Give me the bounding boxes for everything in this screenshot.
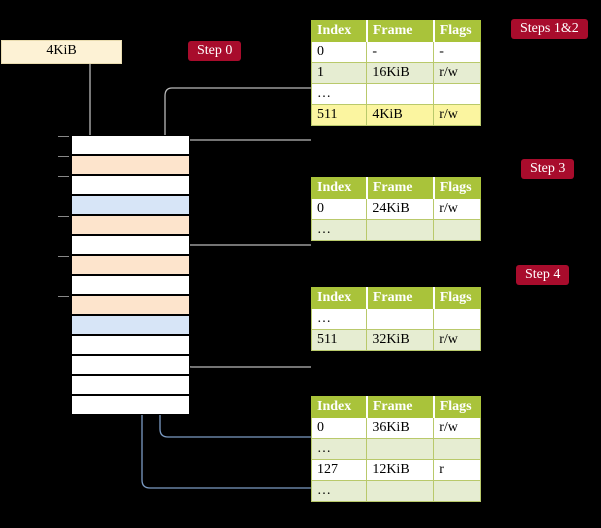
cell-frame: 32KiB	[366, 329, 435, 351]
wire-step3	[179, 244, 311, 292]
badge-steps-1-2: Steps 1&2	[511, 19, 588, 39]
cell-index: …	[310, 219, 368, 241]
column-header-flags: Flags	[432, 396, 481, 418]
table-header-row: Index Frame Flags	[310, 396, 481, 418]
cell-frame	[366, 438, 435, 460]
cell-index: …	[310, 308, 368, 330]
memory-block	[58, 215, 190, 235]
page-table-level0: Index Frame Flags 0 - - 1 16KiB r/w … 51…	[310, 20, 481, 126]
table-row: 1 16KiB r/w	[310, 62, 481, 84]
column-header-frame: Frame	[365, 396, 435, 418]
table-header-row: Index Frame Flags	[310, 177, 481, 199]
memory-block	[71, 315, 190, 335]
cell-frame: -	[366, 41, 435, 63]
table-row: …	[310, 83, 481, 105]
table-header-row: Index Frame Flags	[310, 20, 481, 42]
source-frame-box: 4KiB	[1, 40, 122, 64]
cell-frame	[366, 308, 435, 330]
cell-frame: 16KiB	[366, 62, 435, 84]
column-header-index: Index	[310, 287, 368, 309]
table-row: 511 32KiB r/w	[310, 329, 481, 351]
physical-memory-column	[58, 135, 190, 415]
cell-index: 1	[310, 62, 368, 84]
cell-frame	[366, 480, 435, 502]
cell-index: 127	[310, 459, 368, 481]
cell-flags	[433, 219, 481, 241]
memory-block	[58, 155, 190, 175]
table-header-row: Index Frame Flags	[310, 287, 481, 309]
cell-frame	[366, 83, 435, 105]
table-row-highlighted: 511 4KiB r/w	[310, 104, 481, 126]
cell-index: 0	[310, 417, 368, 439]
cell-flags: r/w	[433, 198, 481, 220]
wire-steps12	[179, 139, 311, 244]
table-row: 0 36KiB r/w	[310, 417, 481, 439]
table-row: …	[310, 308, 481, 330]
table-row: …	[310, 480, 481, 502]
cell-flags	[433, 480, 481, 502]
cell-frame: 12KiB	[366, 459, 435, 481]
cell-flags: r/w	[433, 62, 481, 84]
column-header-frame: Frame	[365, 177, 435, 199]
column-header-flags: Flags	[432, 20, 481, 42]
badge-step-4: Step 4	[516, 265, 570, 285]
cell-flags: -	[433, 41, 481, 63]
badge-step-0: Step 0	[188, 41, 242, 61]
column-header-index: Index	[310, 177, 368, 199]
table-row: 0 - -	[310, 41, 481, 63]
table-row: 0 24KiB r/w	[310, 198, 481, 220]
memory-block	[58, 295, 190, 315]
table-row: …	[310, 219, 481, 241]
cell-flags	[433, 308, 481, 330]
cell-flags	[433, 83, 481, 105]
cell-index: 511	[310, 104, 368, 126]
memory-block	[58, 255, 190, 275]
cell-flags: r/w	[433, 329, 481, 351]
page-table-level2: Index Frame Flags … 511 32KiB r/w	[310, 287, 481, 351]
column-header-flags: Flags	[432, 177, 481, 199]
badge-step-3: Step 3	[521, 159, 575, 179]
memory-block	[71, 235, 190, 255]
column-header-frame: Frame	[365, 20, 435, 42]
memory-block	[71, 335, 190, 355]
cell-frame	[366, 219, 435, 241]
column-header-index: Index	[310, 20, 368, 42]
cell-index: 0	[310, 41, 368, 63]
cell-index: 511	[310, 329, 368, 351]
cell-flags: r/w	[433, 417, 481, 439]
memory-block	[58, 135, 190, 155]
memory-block	[71, 195, 190, 215]
cell-flags	[433, 438, 481, 460]
page-table-level1: Index Frame Flags 0 24KiB r/w …	[310, 177, 481, 241]
memory-block	[58, 175, 190, 195]
memory-block	[71, 395, 190, 415]
column-header-index: Index	[310, 396, 368, 418]
cell-frame: 4KiB	[366, 104, 435, 126]
memory-block	[71, 275, 190, 295]
wire-step4	[175, 321, 311, 368]
cell-flags: r/w	[433, 104, 481, 126]
cell-flags: r	[433, 459, 481, 481]
memory-block	[71, 355, 190, 375]
table-row: 127 12KiB r	[310, 459, 481, 481]
table-row: …	[310, 438, 481, 460]
cell-index: …	[310, 83, 368, 105]
cell-index: 0	[310, 198, 368, 220]
column-header-frame: Frame	[365, 287, 435, 309]
cell-frame: 24KiB	[366, 198, 435, 220]
memory-block	[71, 375, 190, 395]
cell-index: …	[310, 438, 368, 460]
cell-index: …	[310, 480, 368, 502]
cell-frame: 36KiB	[366, 417, 435, 439]
page-table-level3: Index Frame Flags 0 36KiB r/w … 127 12Ki…	[310, 396, 481, 502]
column-header-flags: Flags	[432, 287, 481, 309]
